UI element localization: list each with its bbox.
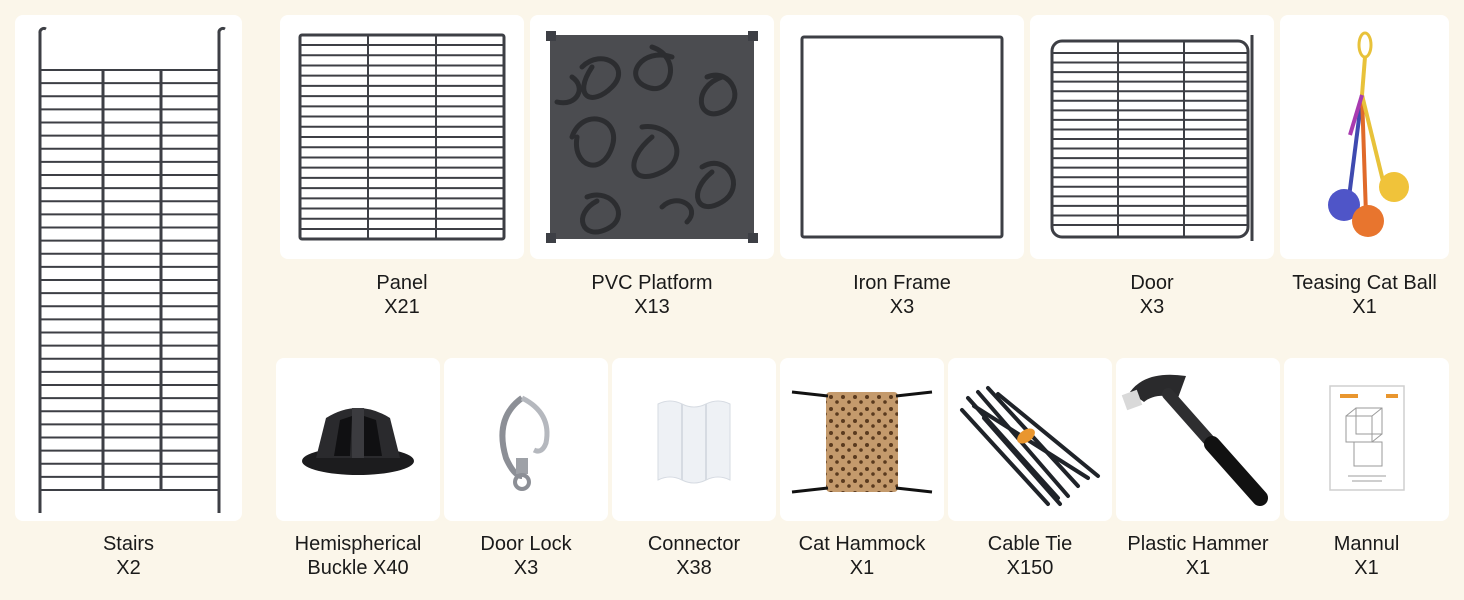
item-name: Cat Hammock: [798, 533, 926, 555]
item-card-door-lock: [444, 358, 608, 521]
item-name: Hemispherical: [294, 533, 422, 555]
item-name: Door: [1130, 272, 1174, 294]
item-card-teasing-cat-ball: [1280, 15, 1449, 259]
item-label-door-lock: Door Lock X3: [444, 532, 608, 580]
item-name: Teasing Cat Ball: [1292, 272, 1437, 294]
item-name: PVC Platform: [591, 272, 713, 294]
item-label-cable-tie: Cable Tie X150: [948, 532, 1112, 580]
cable-tie-icon: [960, 386, 1100, 506]
item-card-plastic-hammer: [1116, 358, 1280, 521]
item-label-teasing-cat-ball: Teasing Cat Ball X1: [1280, 271, 1449, 319]
item-name: Door Lock: [480, 533, 572, 555]
door-panel-icon: [1050, 35, 1254, 241]
item-label-plastic-hammer: Plastic Hammer X1: [1116, 532, 1280, 580]
item-card-stairs: [15, 15, 242, 521]
item-qty: X3: [1139, 296, 1165, 318]
item-card-panel: [280, 15, 524, 259]
item-qty: X150: [1006, 557, 1054, 579]
item-card-mannul: [1284, 358, 1449, 521]
item-qty: X1: [1185, 557, 1211, 579]
item-label-cat-hammock: Cat Hammock X1: [780, 532, 944, 580]
manual-booklet-icon: [1329, 385, 1405, 491]
item-qty: X1: [849, 557, 875, 579]
hammer-icon: [1121, 374, 1268, 506]
item-card-connector: [612, 358, 776, 521]
item-label-door: Door X3: [1030, 271, 1274, 319]
item-name: Cable Tie: [987, 533, 1073, 555]
iron-frame-icon: [800, 35, 1004, 239]
item-label-panel: Panel X21: [280, 271, 524, 319]
item-card-iron-frame: [780, 15, 1024, 259]
hammock-icon: [791, 390, 933, 494]
item-name: Connector: [647, 533, 741, 555]
cat-ball-toy-icon: [1328, 31, 1409, 237]
item-name: Plastic Hammer: [1127, 533, 1269, 555]
buckle-icon: [302, 408, 414, 475]
item-label-iron-frame: Iron Frame X3: [780, 271, 1024, 319]
item-name: Iron Frame: [853, 272, 951, 294]
item-qty: X2: [116, 557, 141, 579]
connector-icon: [657, 400, 731, 484]
item-card-door: [1030, 15, 1274, 259]
item-qty: X3: [889, 296, 915, 318]
item-qty: X38: [676, 557, 712, 579]
item-label-mannul: Mannul X1: [1284, 532, 1449, 580]
item-card-cat-hammock: [780, 358, 944, 521]
item-card-hemispherical-buckle: [276, 358, 440, 521]
item-qty: X13: [634, 296, 670, 318]
item-name: Stairs: [102, 533, 155, 555]
item-label-hemispherical-buckle: Hemispherical Buckle X40: [276, 532, 440, 580]
item-label-pvc-platform: PVC Platform X13: [530, 271, 774, 319]
item-qty: Buckle X40: [307, 557, 409, 579]
door-lock-clip-icon: [499, 395, 550, 491]
item-qty: X1: [1354, 557, 1379, 579]
item-qty: X3: [513, 557, 539, 579]
item-label-connector: Connector X38: [612, 532, 776, 580]
pvc-platform-icon: [546, 31, 758, 243]
item-name: Mannul: [1333, 533, 1400, 555]
item-card-pvc-platform: [530, 15, 774, 259]
wire-panel-icon: [298, 33, 506, 241]
item-name: Panel: [376, 272, 428, 294]
item-label-stairs: Stairs X2: [15, 532, 242, 580]
item-qty: X1: [1352, 296, 1377, 318]
item-card-cable-tie: [948, 358, 1112, 521]
item-qty: X21: [384, 296, 420, 318]
stairs-ladder-icon: [38, 26, 226, 513]
